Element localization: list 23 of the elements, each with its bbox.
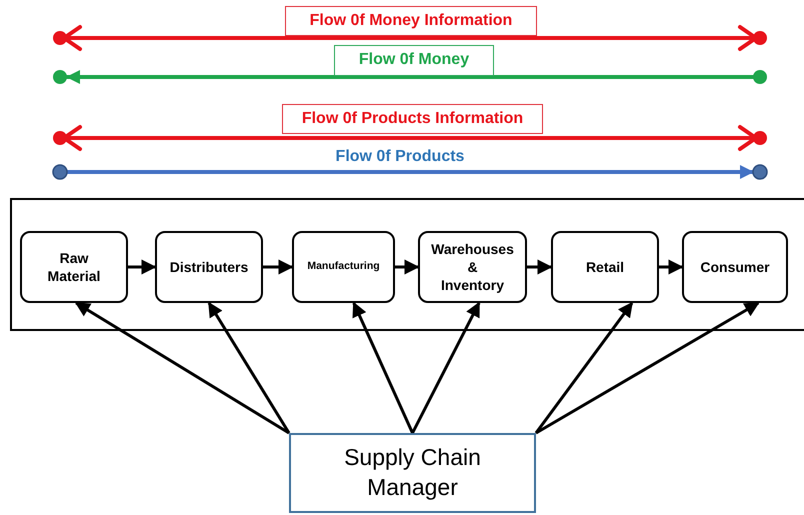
arrow	[208, 302, 290, 434]
stage-box: Raw Material	[20, 231, 128, 303]
manager-box: Supply Chain Manager	[289, 433, 536, 513]
flow-label-box: Flow 0f Money	[334, 45, 494, 76]
arrow	[352, 302, 414, 434]
stage-container	[10, 198, 804, 331]
stage-box: Warehouses & Inventory	[418, 231, 527, 303]
flow-label-box: Flow 0f Money Information	[285, 6, 537, 36]
arrow	[527, 260, 552, 274]
stage-box: Distributers	[155, 231, 263, 303]
stage-box: Manufacturing	[292, 231, 395, 303]
stage-box: Retail	[551, 231, 659, 303]
flow-label-box: Flow 0f Products Information	[282, 104, 543, 134]
stage-box: Consumer	[682, 231, 788, 303]
arrow	[534, 302, 634, 434]
flow-label: Flow 0f Products	[334, 146, 466, 167]
arrow	[395, 260, 420, 274]
arrow	[74, 302, 290, 434]
arrow	[659, 260, 684, 274]
arrow	[128, 260, 156, 274]
arrow	[263, 260, 294, 274]
arrow	[411, 302, 480, 434]
arrow	[535, 302, 760, 434]
